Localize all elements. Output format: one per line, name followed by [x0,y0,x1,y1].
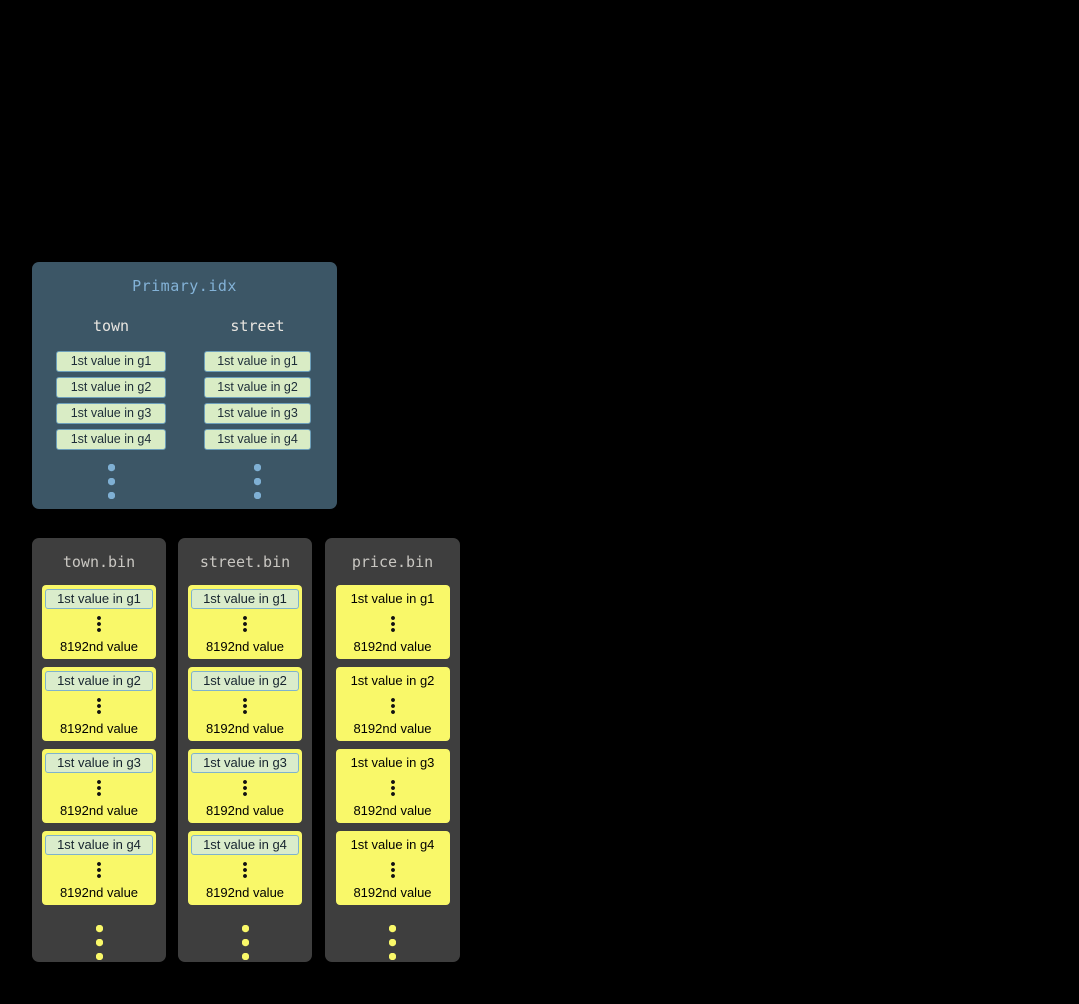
primary-column-town: town 1st value in g1 1st value in g2 1st… [56,317,166,499]
bin-panel-street: street.bin 1st value in g1 8192nd value … [178,538,312,962]
granule-first-value: 1st value in g3 [191,753,299,773]
ellipsis-dots-icon [97,616,101,632]
ellipsis-dots-icon [390,616,395,632]
granule-first-value: 1st value in g2 [350,673,435,688]
column-header-town: town [92,317,130,335]
granule-first-value: 1st value in g1 [350,591,435,606]
ellipsis-dots-icon [390,698,395,714]
column-header-street: street [230,317,285,335]
ellipsis-dots-icon [390,862,395,878]
granule: 1st value in g3 8192nd value [335,749,450,823]
index-mark: 1st value in g1 [56,351,166,372]
primary-column-street: street 1st value in g1 1st value in g2 1… [204,317,311,499]
ellipsis-dots-icon [97,698,101,714]
granule-last-value: 8192nd value [353,721,432,736]
index-mark: 1st value in g1 [204,351,311,372]
granule-last-value: 8192nd value [59,639,139,654]
granule: 1st value in g2 8192nd value [42,667,156,741]
granule-first-value: 1st value in g3 [350,755,435,770]
granule-last-value: 8192nd value [205,639,285,654]
granule-last-value: 8192nd value [59,721,139,736]
ellipsis-dots-icon [241,925,249,960]
granule-first-value: 1st value in g2 [191,671,299,691]
granule-first-value: 1st value in g3 [45,753,153,773]
index-mark: 1st value in g4 [204,429,311,450]
granule: 1st value in g1 8192nd value [42,585,156,659]
granule-first-value: 1st value in g4 [350,837,435,852]
granule-last-value: 8192nd value [353,639,432,654]
granule-first-value: 1st value in g4 [45,835,153,855]
granule-first-value: 1st value in g1 [45,589,153,609]
index-mark: 1st value in g3 [56,403,166,424]
ellipsis-dots-icon [243,862,247,878]
granule-last-value: 8192nd value [353,885,432,900]
granule-last-value: 8192nd value [205,803,285,818]
granule: 1st value in g4 8192nd value [188,831,302,905]
index-mark: 1st value in g4 [56,429,166,450]
granule: 1st value in g1 8192nd value [335,585,450,659]
granule-last-value: 8192nd value [205,721,285,736]
granule-last-value: 8192nd value [205,885,285,900]
granule-last-value: 8192nd value [59,885,139,900]
granule: 1st value in g3 8192nd value [188,749,302,823]
granule: 1st value in g4 8192nd value [42,831,156,905]
granule-first-value: 1st value in g4 [191,835,299,855]
bin-title: price.bin [351,553,434,571]
ellipsis-dots-icon [254,464,261,499]
ellipsis-dots-icon [97,862,101,878]
bin-title: street.bin [199,553,291,571]
index-mark: 1st value in g3 [204,403,311,424]
index-mark: 1st value in g2 [56,377,166,398]
ellipsis-dots-icon [95,925,103,960]
granule: 1st value in g2 8192nd value [188,667,302,741]
granule-first-value: 1st value in g2 [45,671,153,691]
ellipsis-dots-icon [97,780,101,796]
index-mark: 1st value in g2 [204,377,311,398]
granule: 1st value in g3 8192nd value [42,749,156,823]
bin-title: town.bin [62,553,136,571]
bin-panel-town: town.bin 1st value in g1 8192nd value 1s… [32,538,166,962]
granule-first-value: 1st value in g1 [191,589,299,609]
ellipsis-dots-icon [107,464,115,499]
ellipsis-dots-icon [243,780,247,796]
primary-index-title: Primary.idx [132,277,237,295]
granule: 1st value in g1 8192nd value [188,585,302,659]
ellipsis-dots-icon [390,780,395,796]
granule: 1st value in g2 8192nd value [335,667,450,741]
ellipsis-dots-icon [243,616,247,632]
granule-last-value: 8192nd value [353,803,432,818]
primary-index-panel: Primary.idx town 1st value in g1 1st val… [32,262,337,509]
granule: 1st value in g4 8192nd value [335,831,450,905]
bin-panel-price: price.bin 1st value in g1 8192nd value 1… [325,538,460,962]
ellipsis-dots-icon [243,698,247,714]
ellipsis-dots-icon [389,925,396,960]
granule-last-value: 8192nd value [59,803,139,818]
